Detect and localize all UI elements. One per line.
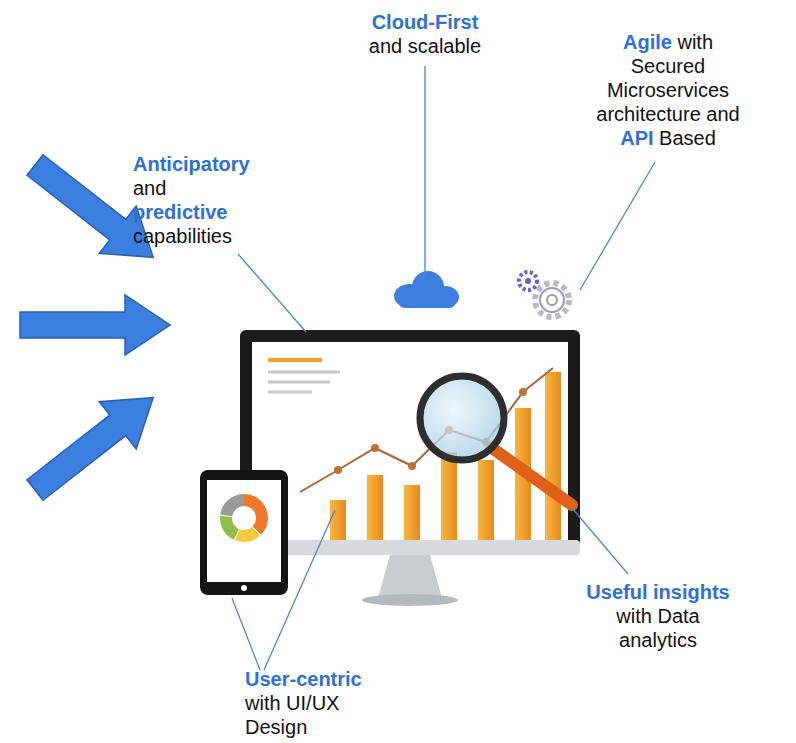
callout-text: with Data analytics bbox=[606, 604, 710, 652]
callout-text: with UI/UX Design bbox=[245, 691, 363, 739]
gear-icon bbox=[519, 272, 569, 317]
callout-heading: User-centric bbox=[245, 667, 405, 691]
callout-heading: Cloud-First bbox=[325, 10, 525, 34]
callout-text: Based bbox=[659, 127, 716, 149]
callout-text: and bbox=[133, 176, 303, 200]
monitor bbox=[240, 330, 580, 606]
callout-text: capabilities bbox=[133, 224, 303, 248]
callout-heading: Agile bbox=[623, 31, 672, 53]
callout: Agile with Secured Microservices archite… bbox=[583, 30, 753, 150]
callout-text: and scalable bbox=[325, 34, 525, 58]
callout: Anticipatoryandpredictivecapabilities bbox=[133, 152, 303, 248]
cloud-icon bbox=[394, 271, 459, 308]
callout-heading: predictive bbox=[133, 200, 303, 224]
magnifier bbox=[420, 376, 572, 505]
callout: User-centricwith UI/UX Design bbox=[245, 667, 405, 739]
callout-heading: Useful insights bbox=[553, 580, 763, 604]
leader-lines bbox=[232, 66, 655, 670]
callout: Useful insightswith Data analytics bbox=[553, 580, 763, 652]
callout-heading: Anticipatory bbox=[133, 152, 303, 176]
tablet bbox=[200, 470, 288, 595]
callout-heading: API bbox=[620, 127, 653, 149]
callout: Cloud-Firstand scalable bbox=[325, 10, 525, 58]
